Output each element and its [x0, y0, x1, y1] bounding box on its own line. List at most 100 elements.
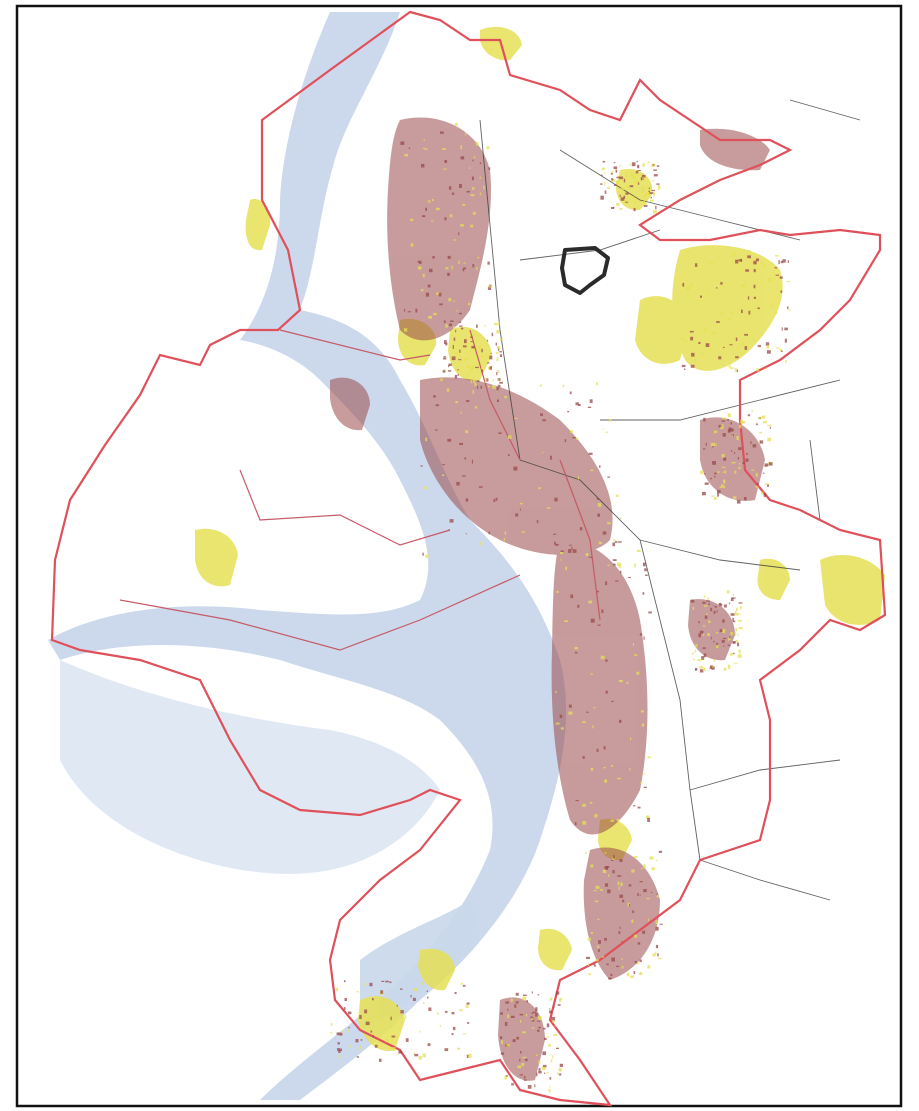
map-speckle: [538, 1019, 541, 1021]
map-speckle: [716, 610, 718, 613]
map-speckle: [648, 611, 652, 614]
map-speckle: [435, 429, 438, 431]
map-speckle: [715, 443, 717, 446]
map-speckle: [702, 647, 706, 649]
map-speckle: [692, 658, 695, 660]
map-speckle: [698, 341, 701, 344]
map-speckle: [470, 367, 473, 372]
map-speckle: [404, 309, 406, 312]
map-speckle: [360, 1039, 363, 1041]
map-speckle: [616, 965, 620, 967]
map-speckle: [415, 308, 418, 313]
map-speckle: [716, 642, 718, 647]
map-speckle: [520, 502, 523, 505]
map-speckle: [697, 659, 701, 661]
map-speckle: [531, 991, 533, 994]
map-speckle: [784, 327, 788, 331]
map-speckle: [472, 211, 476, 215]
map-speckle: [479, 192, 481, 196]
map-speckle: [549, 1086, 551, 1088]
map-speckle: [618, 886, 620, 890]
map-speckle: [759, 440, 764, 444]
map-speckle: [590, 673, 593, 675]
map-speckle: [559, 1063, 563, 1067]
map-speckle: [425, 207, 427, 212]
map-speckle: [714, 472, 717, 475]
map-speckle: [744, 346, 748, 350]
map-speckle: [404, 153, 408, 157]
map-speckle: [692, 652, 694, 655]
map-speckle: [448, 298, 452, 302]
map-speckle: [767, 424, 771, 427]
map-speckle: [615, 580, 619, 582]
map-speckle: [456, 482, 460, 486]
map-speckle: [659, 923, 663, 925]
map-speckle: [549, 1008, 551, 1010]
map-speckle: [774, 267, 778, 269]
map-speckle: [747, 296, 750, 300]
map-speckle: [740, 258, 743, 262]
map-speckle: [499, 381, 503, 384]
map-speckle: [732, 496, 737, 499]
map-speckle: [474, 406, 478, 409]
map-speckle: [639, 881, 643, 883]
map-speckle: [512, 1039, 516, 1043]
map-speckle: [738, 649, 741, 654]
map-speckle: [765, 342, 770, 346]
map-speckle: [732, 617, 734, 622]
map-speckle: [602, 428, 604, 430]
map-speckle: [370, 1030, 373, 1033]
map-speckle: [547, 507, 551, 509]
map-speckle: [734, 610, 737, 614]
map-speckle: [559, 714, 563, 718]
map-speckle: [631, 172, 634, 177]
map-speckle: [544, 1037, 547, 1040]
map-speckle: [451, 356, 456, 361]
map-speckle: [474, 383, 477, 386]
map-speckle: [656, 895, 659, 898]
map-speckle: [452, 363, 456, 365]
map-speckle: [372, 1035, 374, 1038]
map-speckle: [637, 164, 640, 169]
map-speckle: [568, 544, 572, 546]
map-speckle: [465, 533, 467, 535]
map-speckle: [704, 328, 707, 333]
map-speckle: [632, 643, 634, 646]
highlighted-parcel[interactable]: [560, 246, 610, 295]
map-speckle: [445, 342, 448, 346]
map-speckle: [619, 926, 621, 929]
map-speckle: [432, 256, 435, 259]
map-speckle: [633, 208, 636, 212]
map-speckle: [731, 462, 736, 464]
map-speckle: [649, 856, 654, 860]
map-speckle: [463, 262, 466, 264]
map-speckle: [458, 356, 462, 360]
map-speckle: [558, 1068, 562, 1072]
map-speckle: [453, 239, 457, 241]
map-speckle: [542, 1064, 547, 1068]
map-speckle: [763, 420, 767, 424]
map-speckle: [476, 347, 480, 349]
map-speckle: [727, 418, 729, 421]
map-speckle: [655, 205, 657, 210]
map-speckle: [634, 934, 638, 938]
map-speckle: [785, 360, 787, 363]
map-speckle: [703, 605, 708, 607]
map-speckle: [537, 1016, 542, 1020]
map-speckle: [620, 882, 623, 887]
map-speckle: [458, 232, 460, 236]
map-speckle: [770, 303, 773, 306]
map-speckle: [568, 711, 573, 715]
map-speckle: [582, 803, 586, 807]
map-speckle: [426, 990, 428, 992]
map-speckle: [486, 378, 489, 382]
map-speckle: [757, 345, 761, 348]
map-speckle: [549, 997, 553, 1001]
map-speckle: [449, 519, 454, 523]
map-speckle: [655, 951, 657, 955]
map-speckle: [439, 1024, 441, 1027]
map-speckle: [644, 194, 646, 198]
map-speckle: [602, 160, 606, 163]
map-speckle: [732, 641, 735, 644]
